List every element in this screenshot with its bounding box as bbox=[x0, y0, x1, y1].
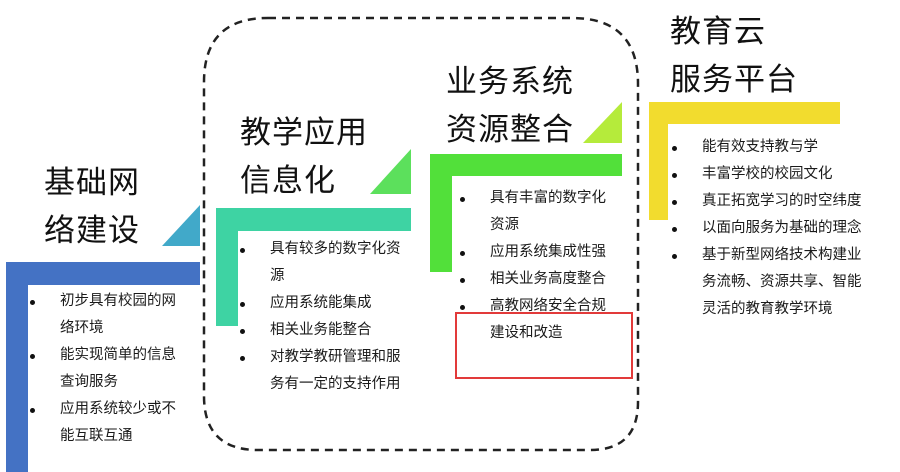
stage-2-bullet-list: 具有较多的数字化资源 应用系统能集成 相关业务能整合 对教学教研管理和服务有一定… bbox=[236, 236, 446, 398]
list-item: 应用系统集成性强 bbox=[456, 239, 641, 266]
stage-4-bullet-list: 能有效支持教与学 丰富学校的校园文化 真正拓宽学习的时空纬度 以面向服务为基础的… bbox=[668, 134, 898, 323]
bullet-line: 务有一定的支持作用 bbox=[270, 376, 401, 392]
list-item: 应用系统较少或不能互联互通 bbox=[26, 396, 216, 450]
stage-3-triangle bbox=[583, 102, 622, 143]
bullet-line: 络环境 bbox=[60, 320, 104, 336]
bullet-line: 应用系统集成性强 bbox=[490, 244, 606, 260]
bullet-line: 相关业务能整合 bbox=[270, 322, 372, 338]
bullet-line: 初步具有校园的网 bbox=[60, 293, 176, 309]
list-item: 相关业务能整合 bbox=[236, 317, 446, 344]
stage-1-bullet-list: 初步具有校园的网络环境 能实现简单的信息查询服务 应用系统较少或不能互联互通 bbox=[26, 288, 216, 450]
stage-3-title-line-2: 资源整合 bbox=[446, 112, 574, 148]
list-item: 丰富学校的校园文化 bbox=[668, 161, 898, 188]
stage-4-title: 教育云 服务平台 bbox=[670, 8, 798, 104]
bullet-line: 资源 bbox=[490, 217, 519, 233]
bullet-line: 能互联互通 bbox=[60, 428, 133, 444]
stage-2-title-line-1: 教学应用 bbox=[240, 115, 368, 151]
stage-1-step bbox=[6, 262, 200, 472]
stage-3-title: 业务系统 资源整合 bbox=[446, 58, 574, 154]
stage-4-title-line-1: 教育云 bbox=[670, 14, 766, 50]
highlighted-list-item: 高教网络安全合规建设和改造 bbox=[456, 293, 641, 347]
stage-2-title: 教学应用 信息化 bbox=[240, 109, 368, 205]
list-item: 能有效支持教与学 bbox=[668, 134, 898, 161]
list-item: 具有较多的数字化资源 bbox=[236, 236, 446, 290]
stage-4-title-line-2: 服务平台 bbox=[670, 62, 798, 98]
list-item: 相关业务高度整合 bbox=[456, 266, 641, 293]
list-item: 具有丰富的数字化资源 bbox=[456, 185, 641, 239]
bullet-line: 丰富学校的校园文化 bbox=[702, 166, 833, 182]
bullet-line: 建设和改造 bbox=[490, 325, 563, 341]
bullet-line: 以面向服务为基础的理念 bbox=[702, 220, 862, 236]
bullet-line: 具有丰富的数字化 bbox=[490, 190, 606, 206]
bullet-line: 务流畅、资源共享、智能 bbox=[702, 274, 862, 290]
highlight-box bbox=[455, 312, 633, 379]
list-item: 能实现简单的信息查询服务 bbox=[26, 342, 216, 396]
stage-1-triangle bbox=[162, 205, 200, 246]
stage-3-title-line-1: 业务系统 bbox=[446, 64, 574, 100]
list-item: 初步具有校园的网络环境 bbox=[26, 288, 216, 342]
bullet-line: 应用系统较少或不 bbox=[60, 401, 176, 417]
stage-3-bullet-list: 具有丰富的数字化资源 应用系统集成性强 相关业务高度整合 高教网络安全合规建设和… bbox=[456, 185, 641, 347]
bullet-line: 真正拓宽学习的时空纬度 bbox=[702, 193, 862, 209]
dashed-group-frame bbox=[202, 16, 640, 452]
bullet-line: 应用系统能集成 bbox=[270, 295, 372, 311]
list-item: 对教学教研管理和服务有一定的支持作用 bbox=[236, 344, 446, 398]
stage-2-step bbox=[216, 208, 411, 326]
bullet-line: 高教网络安全合规 bbox=[490, 298, 606, 314]
stage-2-triangle bbox=[370, 149, 411, 194]
bullet-line: 能有效支持教与学 bbox=[702, 139, 818, 155]
bullet-line: 基于新型网络技术构建业 bbox=[702, 247, 862, 263]
list-item: 基于新型网络技术构建业务流畅、资源共享、智能灵活的教育教学环境 bbox=[668, 242, 898, 323]
bullet-line: 能实现简单的信息 bbox=[60, 347, 176, 363]
bullet-line: 灵活的教育教学环境 bbox=[702, 301, 833, 317]
stage-1-title: 基础网 络建设 bbox=[44, 159, 140, 255]
list-item: 以面向服务为基础的理念 bbox=[668, 215, 898, 242]
stage-3-step bbox=[430, 154, 622, 272]
stage-1-title-line-1: 基础网 bbox=[44, 165, 140, 201]
bullet-line: 相关业务高度整合 bbox=[490, 271, 606, 287]
list-item: 应用系统能集成 bbox=[236, 290, 446, 317]
bullet-line: 查询服务 bbox=[60, 374, 118, 390]
list-item: 真正拓宽学习的时空纬度 bbox=[668, 188, 898, 215]
bullet-line: 具有较多的数字化资 bbox=[270, 241, 401, 257]
bullet-line: 对教学教研管理和服 bbox=[270, 349, 401, 365]
stage-4-step bbox=[649, 102, 840, 220]
bullet-line: 源 bbox=[270, 268, 285, 284]
stage-1-title-line-2: 络建设 bbox=[44, 213, 140, 249]
stage-2-title-line-2: 信息化 bbox=[240, 163, 336, 199]
